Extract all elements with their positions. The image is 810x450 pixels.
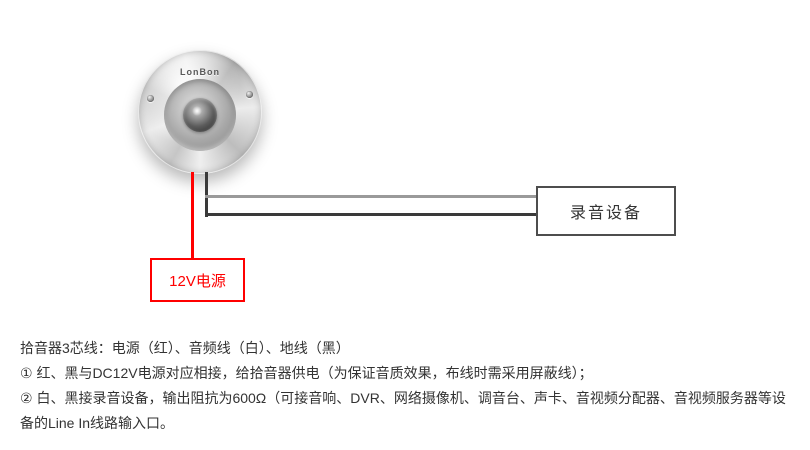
recording-device-box: 录音设备 bbox=[536, 186, 676, 236]
hub-highlight bbox=[192, 106, 202, 116]
device-center-hub bbox=[183, 98, 217, 132]
audio-wire-horizontal bbox=[205, 195, 537, 198]
note-line-2: ① 红、黑与DC12V电源对应相接，给拾音器供电（为保证音质效果，布线时需采用屏… bbox=[20, 365, 593, 381]
power-wire-red bbox=[191, 172, 194, 258]
screw-left bbox=[147, 95, 154, 102]
power-supply-box: 12V电源 bbox=[150, 258, 245, 302]
device-face: LonBon bbox=[138, 50, 262, 174]
notes-block: 拾音器3芯线：电源（红）、音频线（白）、地线（黑） ① 红、黑与DC12V电源对… bbox=[20, 336, 795, 436]
power-supply-label: 12V电源 bbox=[169, 272, 226, 290]
recording-device-label: 录音设备 bbox=[569, 205, 642, 222]
note-line-3: ② 白、黑接录音设备，输出阻抗为600Ω（可接音响、DVR、网络摄像机、调音台、… bbox=[20, 390, 786, 431]
note-line-1: 拾音器3芯线：电源（红）、音频线（白）、地线（黑） bbox=[20, 340, 350, 356]
brand-label: LonBon bbox=[180, 67, 220, 77]
pickup-microphone-device: LonBon bbox=[138, 50, 262, 174]
ground-wire-horizontal bbox=[205, 213, 537, 216]
screw-right bbox=[246, 91, 253, 98]
device-cone bbox=[164, 79, 236, 151]
signal-wire-vertical bbox=[205, 172, 208, 217]
